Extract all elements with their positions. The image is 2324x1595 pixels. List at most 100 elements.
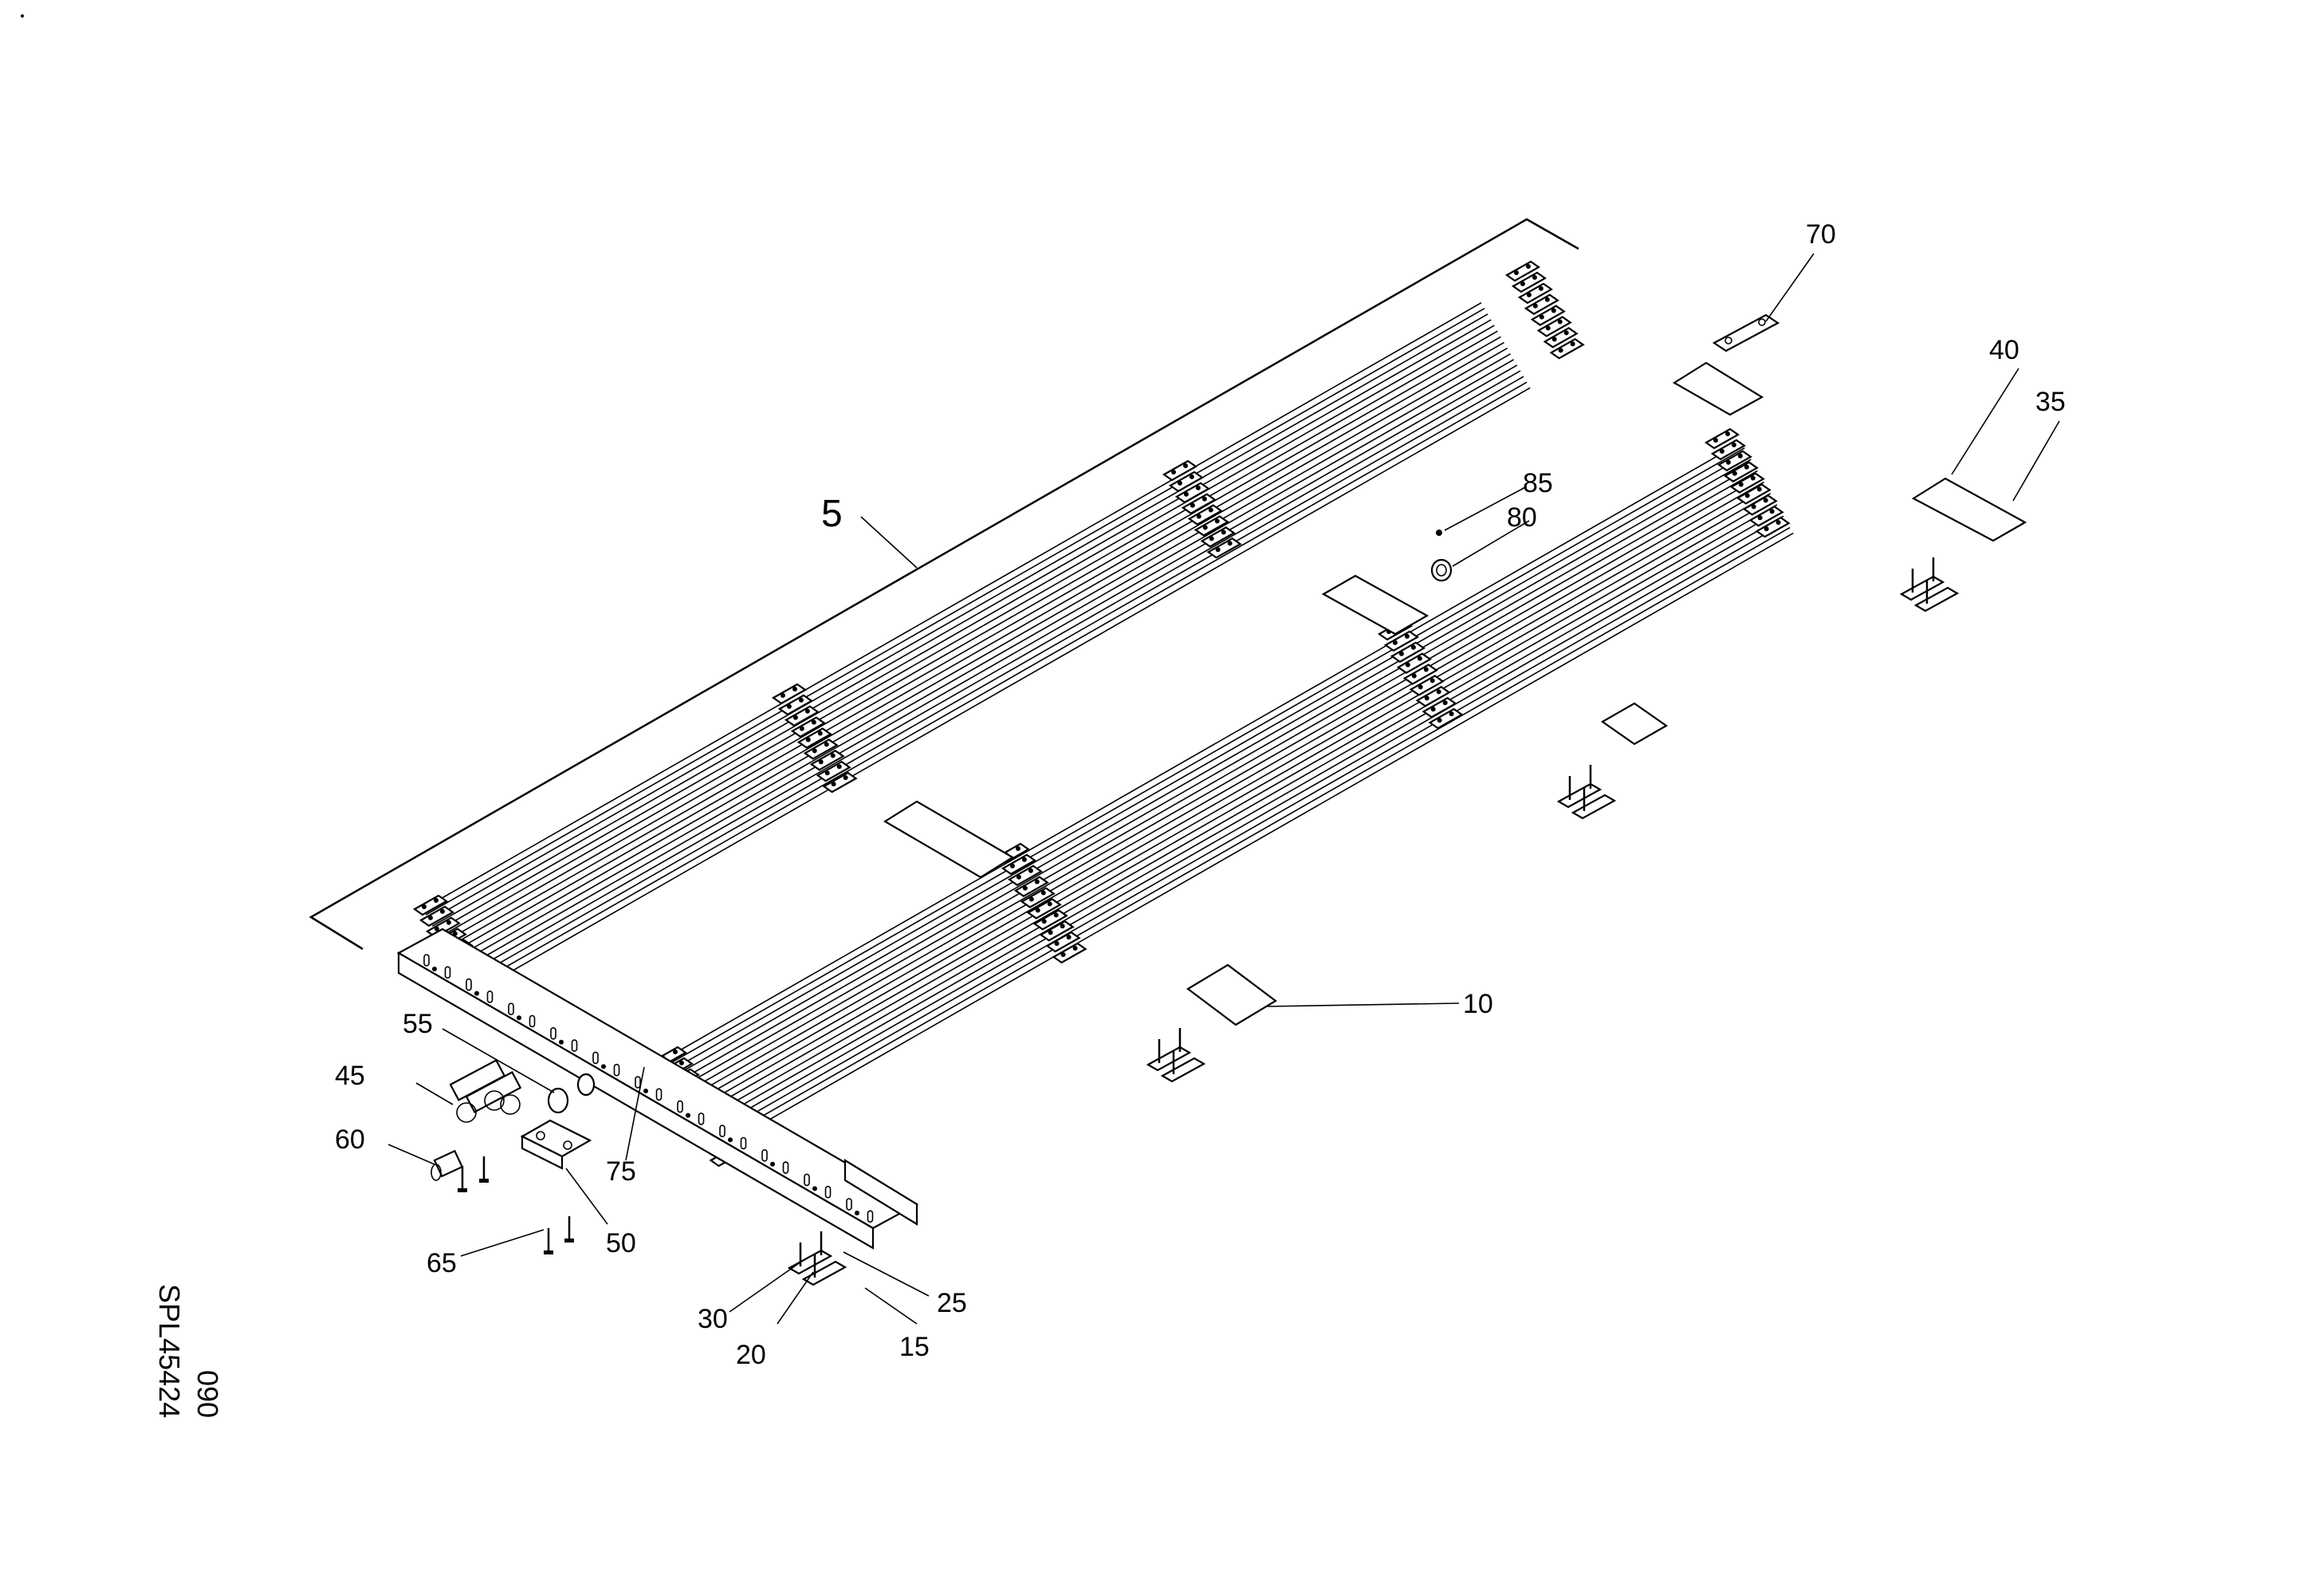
callout-35: 35	[2035, 387, 2066, 417]
callout-25: 25	[937, 1288, 967, 1318]
rail-clamp	[1524, 293, 1559, 315]
callout-10: 10	[1463, 989, 1493, 1019]
rail-clamp	[1422, 696, 1457, 719]
rail-clamp	[1174, 482, 1210, 504]
callout-60: 60	[335, 1124, 365, 1155]
cross-plates	[412, 260, 1791, 1168]
rail-clamp	[1723, 461, 1759, 482]
rail-line	[681, 475, 1761, 1096]
rail-clamp	[1710, 439, 1747, 461]
rail-clamp	[1536, 316, 1572, 337]
callout-55: 55	[403, 1009, 433, 1039]
rail-clamp	[1716, 450, 1752, 472]
callout-75: 75	[606, 1156, 636, 1187]
rail-clamp	[1390, 641, 1425, 664]
rail-clamp	[1052, 942, 1087, 964]
callout-70: 70	[1806, 219, 1836, 250]
bolts-part-65	[458, 1156, 574, 1254]
rail-line	[464, 376, 1524, 984]
rail-clamp	[1187, 504, 1223, 526]
rail-line	[694, 498, 1775, 1118]
rail-clamp	[1200, 526, 1236, 548]
rail-clamp	[1736, 483, 1772, 505]
rail-line	[435, 325, 1495, 933]
rail-clamp	[412, 894, 449, 916]
rail-line	[438, 330, 1498, 939]
rail-clamp	[1517, 282, 1553, 305]
rail-line	[422, 301, 1482, 910]
rail-clamp	[822, 771, 858, 794]
rail-line	[461, 370, 1521, 979]
rail-clamp	[1020, 887, 1056, 908]
leader-lines	[387, 253, 2060, 1325]
callout-80: 80	[1507, 502, 1537, 533]
rail-line	[442, 336, 1501, 944]
rail-clamp	[1742, 494, 1778, 516]
rail-clamp	[784, 705, 820, 727]
rail-line	[690, 493, 1772, 1113]
front-base-plate	[396, 927, 919, 1250]
rail-line	[454, 359, 1515, 967]
rail-line	[425, 308, 1485, 916]
rail-line	[706, 521, 1787, 1141]
rail-line	[670, 459, 1752, 1079]
support-foot	[1146, 1028, 1206, 1083]
rail-clamp	[1013, 876, 1049, 897]
rail-clamp	[1504, 260, 1541, 282]
rail-clamp	[1428, 707, 1464, 730]
support-foot	[1556, 765, 1617, 820]
rail-line	[428, 313, 1488, 921]
rail-clamp	[1549, 337, 1585, 360]
bracket-part-50	[520, 1119, 592, 1170]
rail-line	[684, 481, 1765, 1101]
drawing-number: SPL45424	[153, 1284, 186, 1418]
callout-15: 15	[899, 1332, 930, 1362]
rail-line	[458, 364, 1518, 972]
rail-line	[674, 464, 1755, 1085]
rail-clamp	[1511, 271, 1547, 293]
support-foot	[1899, 557, 1960, 612]
callout-40: 40	[1989, 335, 2019, 365]
mid-base-plate	[883, 361, 2027, 1026]
rail-line	[710, 526, 1791, 1147]
rail-line	[445, 341, 1504, 950]
rail-clamp	[1001, 853, 1037, 876]
rail-clamp	[796, 727, 832, 749]
rail-clamp	[1409, 675, 1445, 696]
callout-50: 50	[606, 1228, 636, 1258]
rail-clamp	[1045, 931, 1081, 953]
rail-line	[700, 510, 1781, 1130]
rail-clamp	[1007, 864, 1043, 887]
rail-line	[661, 441, 1742, 1061]
rail-clamp	[771, 683, 808, 705]
support-feet	[787, 557, 1960, 1286]
rail-clamp	[1748, 505, 1784, 527]
rail-clamp	[1704, 427, 1740, 450]
rail-clamp	[1026, 898, 1062, 920]
rail-clamp	[809, 750, 845, 771]
callout-30: 30	[698, 1304, 728, 1334]
rail-line	[687, 486, 1768, 1107]
rail-clamp	[1530, 305, 1566, 326]
rail-line	[451, 352, 1512, 961]
rail-clamp	[1729, 472, 1765, 494]
rail-clamp	[1206, 537, 1242, 559]
callout-labels: 5 10 15 20 25 30 35 40 45 50 55 60 65 70…	[335, 219, 2066, 1370]
rail-clamp	[803, 738, 839, 760]
rail-line	[664, 447, 1745, 1067]
nut-part-85	[1436, 530, 1442, 536]
callout-85: 85	[1523, 468, 1553, 498]
rail-clamp	[1402, 664, 1438, 685]
rail-line	[470, 387, 1531, 995]
callout-5: 5	[821, 493, 843, 535]
support-foot	[787, 1231, 847, 1286]
chain-link-part-45	[449, 1058, 522, 1123]
rail-line	[677, 470, 1758, 1090]
rail-clamp	[816, 760, 851, 782]
rail-clamp	[1181, 493, 1217, 514]
corner-dot	[21, 14, 24, 18]
drawing-reference: SPL45424 090	[153, 1284, 224, 1418]
tab-part-70	[1712, 313, 1780, 352]
rail-line	[431, 319, 1492, 927]
